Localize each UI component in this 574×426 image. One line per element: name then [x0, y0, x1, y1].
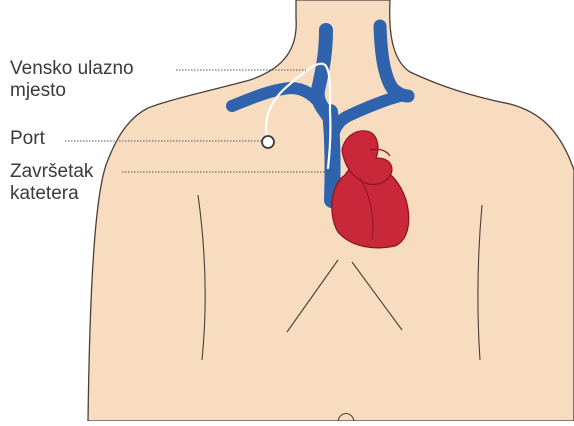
torso [88, 0, 574, 421]
label-catheter-tip-line1: Završetak [10, 161, 93, 183]
label-catheter-tip-line2: katetera [10, 183, 93, 205]
label-venous-entry: Vensko ulazno mjesto [10, 58, 134, 102]
label-venous-entry-line1: Vensko ulazno [10, 58, 134, 80]
label-port: Port [10, 128, 45, 150]
port-marker [262, 136, 274, 148]
label-catheter-tip: Završetak katetera [10, 161, 93, 205]
label-venous-entry-line2: mjesto [10, 80, 134, 102]
